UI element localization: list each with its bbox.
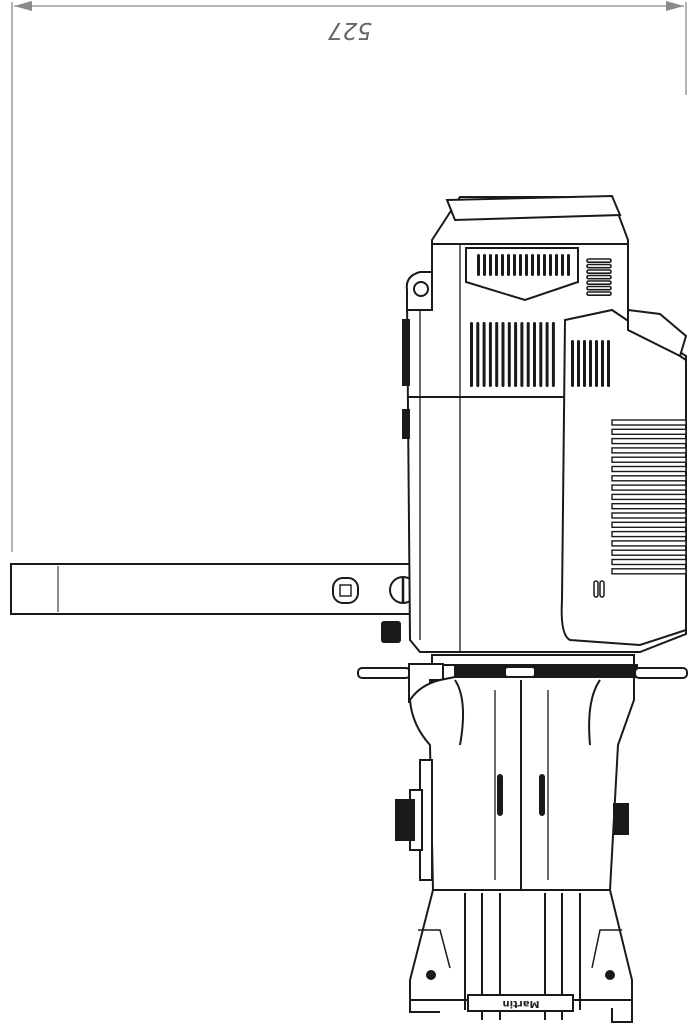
- vent-slot: [549, 254, 552, 276]
- vent-slot: [495, 254, 498, 276]
- dimension-arrow-left: [14, 1, 32, 11]
- vent-louver: [611, 549, 687, 556]
- vent-louver: [611, 419, 687, 426]
- vent-slot: [495, 322, 499, 387]
- vent-louver: [611, 465, 687, 473]
- vent-louver: [611, 503, 687, 510]
- vent-slot: [545, 322, 549, 387]
- mounting-bracket: [10, 563, 482, 615]
- indicator-bar: [586, 285, 612, 291]
- indicator-bar: [586, 258, 612, 264]
- vent-slot: [551, 322, 555, 387]
- small-slot-pair: [593, 580, 605, 598]
- vent-slot: [501, 254, 504, 276]
- bracket-knob: [381, 621, 401, 643]
- middle-vent-right: [571, 340, 610, 387]
- upper-vent: [477, 254, 570, 276]
- vent-louver: [611, 475, 687, 482]
- vent-slot: [477, 254, 480, 276]
- pan-gear: [395, 759, 629, 881]
- vent-slot: [531, 254, 534, 276]
- vent-louver: [611, 568, 687, 575]
- indicator-bars: [586, 258, 612, 297]
- base-body: [408, 676, 635, 891]
- vent-slot: [482, 322, 486, 387]
- vent-slot: [476, 322, 480, 387]
- indicator-bar: [586, 263, 612, 269]
- dimension-arrow-right: [666, 1, 684, 11]
- vent-slot: [520, 322, 524, 387]
- indicator-bar: [586, 291, 612, 297]
- vent-louver: [611, 493, 687, 501]
- vent-slot: [537, 254, 540, 276]
- indicator-bar: [586, 274, 612, 280]
- vent-slot: [507, 254, 510, 276]
- vent-slot: [543, 254, 546, 276]
- vent-louver: [611, 558, 687, 566]
- side-vent: [611, 419, 687, 575]
- vent-slot: [533, 322, 536, 387]
- vent-slot: [595, 340, 598, 387]
- vent-louver: [611, 530, 687, 538]
- vent-louver: [611, 447, 687, 454]
- vent-slot: [470, 322, 473, 387]
- dimension-label: 527: [328, 17, 372, 43]
- brand-logo: Martin: [503, 998, 540, 1009]
- vent-louver: [611, 456, 687, 463]
- vent-slot: [513, 254, 516, 276]
- vent-slot: [567, 254, 570, 276]
- width-dimension: [11, 1, 687, 552]
- vent-slot: [501, 322, 505, 387]
- vent-slot: [488, 322, 492, 387]
- vent-slot: [555, 254, 558, 276]
- vent-slot: [483, 254, 486, 276]
- vent-louver: [611, 540, 687, 547]
- vent-slot: [589, 340, 592, 387]
- vent-slot: [519, 254, 522, 276]
- middle-vent-left: [470, 322, 555, 387]
- vent-slot: [607, 340, 610, 387]
- vent-slot: [571, 340, 574, 387]
- vent-slot: [561, 254, 564, 276]
- vent-slot: [525, 254, 528, 276]
- vent-slot: [601, 340, 604, 387]
- base-foot: [409, 889, 633, 1023]
- vent-louver: [611, 512, 687, 519]
- vent-slot: [526, 322, 530, 387]
- vent-louver: [611, 428, 687, 435]
- vent-slot: [489, 254, 492, 276]
- vent-slot: [577, 340, 580, 387]
- vent-slot: [539, 322, 543, 387]
- vent-slot: [583, 340, 586, 387]
- vent-louver: [611, 484, 687, 491]
- indicator-bar: [586, 269, 612, 275]
- indicator-bar: [586, 280, 612, 286]
- vent-louver: [611, 521, 687, 528]
- vent-slot: [507, 322, 511, 387]
- vent-louver: [611, 437, 687, 445]
- vent-slot: [514, 322, 518, 387]
